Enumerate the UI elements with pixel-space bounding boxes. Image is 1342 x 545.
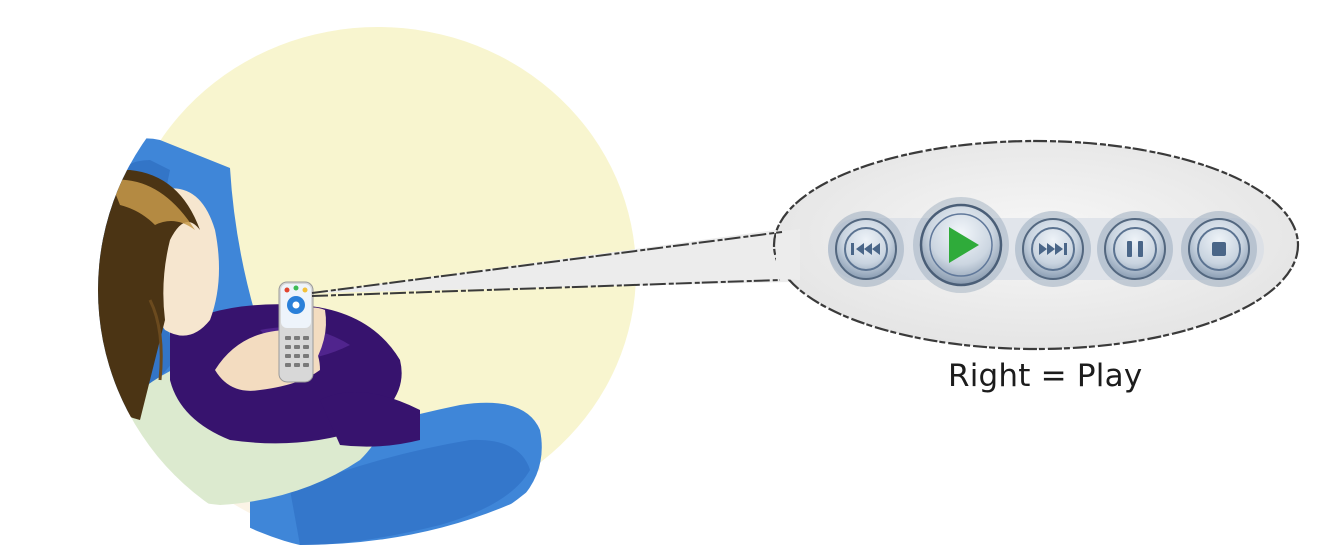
pause-button[interactable] [1097, 211, 1173, 287]
caption-label: Right = Play [948, 358, 1142, 394]
stop-button[interactable] [1181, 211, 1257, 287]
previous-button[interactable] [828, 211, 904, 287]
next-button[interactable] [1015, 211, 1091, 287]
remote-control [279, 282, 313, 382]
stop-icon [1212, 242, 1226, 256]
play-button[interactable] [913, 197, 1009, 293]
